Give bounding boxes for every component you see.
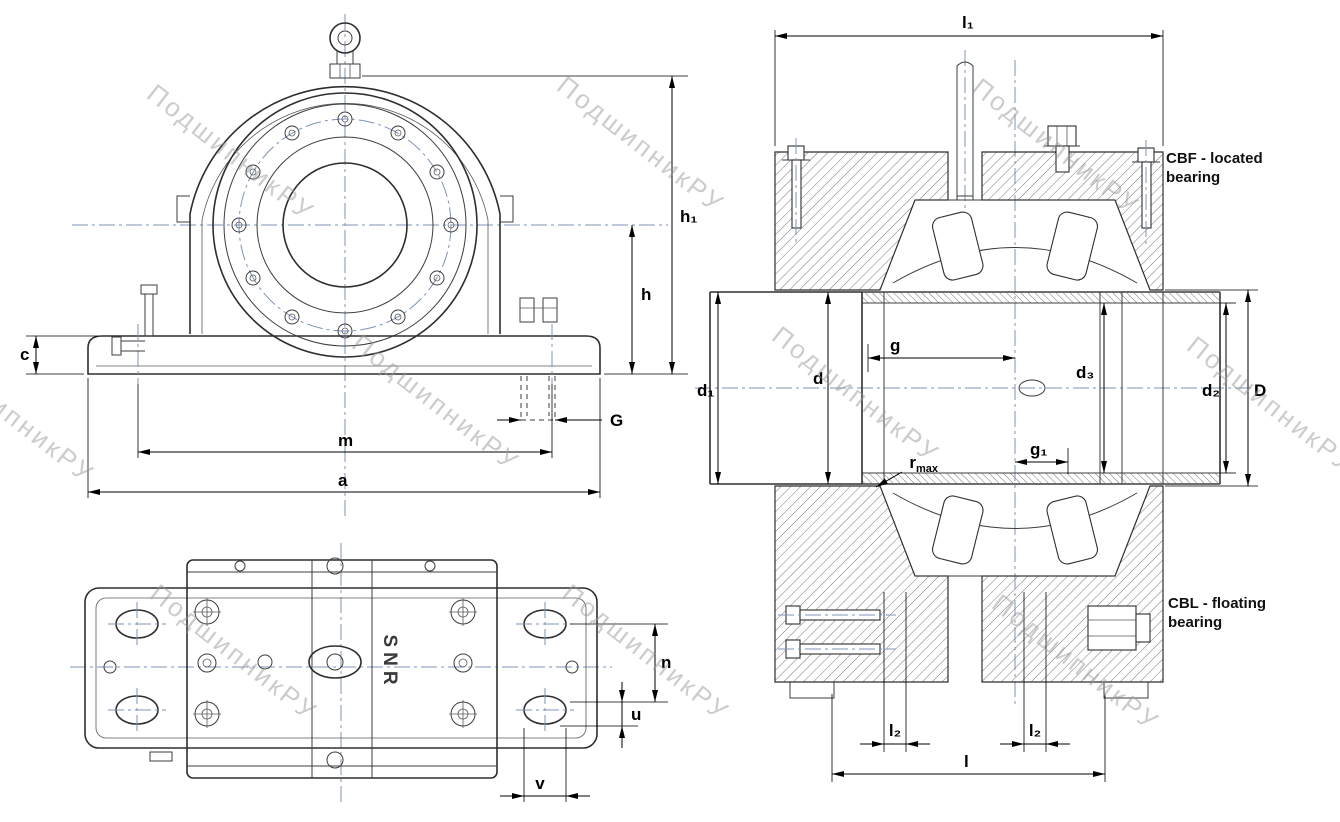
dim-l: l	[831, 694, 1106, 782]
bearing-cover-outer	[212, 92, 478, 358]
cbf-annotation: CBF - located bearing	[1166, 150, 1263, 188]
mounting-slots	[108, 602, 574, 732]
cbf-line2: bearing	[1166, 168, 1221, 186]
grease-fitting	[111, 284, 158, 356]
roller-upper-left	[931, 211, 984, 281]
dim-a-label: a	[338, 471, 348, 490]
lower-bolt-2	[778, 639, 896, 659]
dim-l1: l₁	[774, 13, 1164, 146]
bolt-circle	[238, 118, 452, 332]
cap-bolt-right	[1132, 140, 1160, 246]
dim-l2-right: l₂	[1000, 592, 1070, 752]
dim-a: a	[87, 378, 601, 498]
lower-bolt-1	[778, 605, 896, 625]
dim-D-label: D	[1254, 381, 1266, 400]
dim-d1: d₁	[697, 292, 721, 484]
dim-c-label: c	[20, 345, 29, 364]
dim-h: h	[629, 225, 651, 374]
dim-D: D	[1165, 289, 1266, 487]
housing-dome	[189, 85, 501, 334]
dim-h1-label: h₁	[680, 207, 697, 226]
top-view: SNR	[70, 543, 612, 802]
dim-v-label: v	[535, 774, 545, 793]
housing-body-top	[186, 559, 498, 779]
dim-g1-label: g₁	[1030, 440, 1047, 459]
top-stud	[956, 61, 974, 200]
cap-bolt-left	[782, 138, 810, 246]
dim-l-label: l	[964, 752, 969, 771]
dim-l2-left: l₂	[860, 592, 930, 752]
base-plugs	[519, 297, 558, 323]
dim-l2-left-label: l₂	[889, 721, 901, 740]
lower-fitting	[1087, 605, 1151, 651]
dim-g1: g₁	[1015, 440, 1069, 474]
dim-c: c	[20, 335, 98, 375]
dim-d: d	[813, 292, 831, 484]
section-view	[695, 50, 1262, 706]
dim-rmax-label: rmax	[909, 453, 939, 475]
cap-bolt-mid	[1044, 125, 1080, 173]
eye-bolt	[329, 22, 361, 79]
brand-snr: SNR	[379, 634, 400, 689]
roller-lower-left	[931, 495, 984, 565]
dim-rmax: rmax	[875, 453, 939, 488]
dim-G-label: G	[610, 411, 623, 430]
dim-d2-label: d₂	[1202, 381, 1220, 400]
cbl-annotation: CBL - floating bearing	[1168, 595, 1266, 633]
thread-hole-G	[520, 376, 556, 421]
front-view	[72, 14, 668, 516]
cbl-line1: CBL - floating	[1168, 595, 1267, 612]
dim-m: m	[137, 384, 553, 458]
dim-h1: h₁	[362, 75, 697, 375]
dim-g: g	[867, 336, 1015, 372]
dim-l2-right-label: l₂	[1029, 721, 1041, 740]
roller-upper-right	[1046, 211, 1099, 281]
dim-m-label: m	[338, 431, 353, 450]
body-bolts	[193, 598, 477, 728]
cover-bolts	[231, 111, 459, 339]
roller-lower-right	[1046, 495, 1099, 565]
dim-G: G	[497, 411, 623, 430]
center-boss	[308, 645, 362, 679]
dim-d2: d₂	[1202, 302, 1236, 474]
dim-g-label: g	[890, 336, 900, 355]
shaft-bore	[282, 162, 408, 288]
dim-n-label: n	[661, 653, 671, 672]
dim-d-label: d	[813, 369, 823, 388]
oil-hole	[1018, 379, 1046, 397]
base-plate	[84, 587, 598, 749]
side-nipple	[149, 751, 173, 762]
dim-h-label: h	[641, 285, 651, 304]
dim-u-label: u	[631, 705, 641, 724]
dim-u: u	[560, 682, 641, 748]
cbl-line2: bearing	[1168, 613, 1223, 631]
dim-d3-label: d₃	[1076, 363, 1094, 382]
dim-n: n	[570, 623, 671, 703]
dim-l1-label: l₁	[962, 13, 974, 32]
shaft	[709, 291, 1221, 485]
cbf-line1: CBF - located	[1166, 150, 1263, 167]
dim-v: v	[500, 728, 590, 802]
dim-d3: d₃	[1076, 303, 1107, 473]
dim-d1-label: d₁	[697, 381, 714, 400]
housing-base	[87, 335, 601, 375]
housing-feet	[789, 682, 1149, 699]
